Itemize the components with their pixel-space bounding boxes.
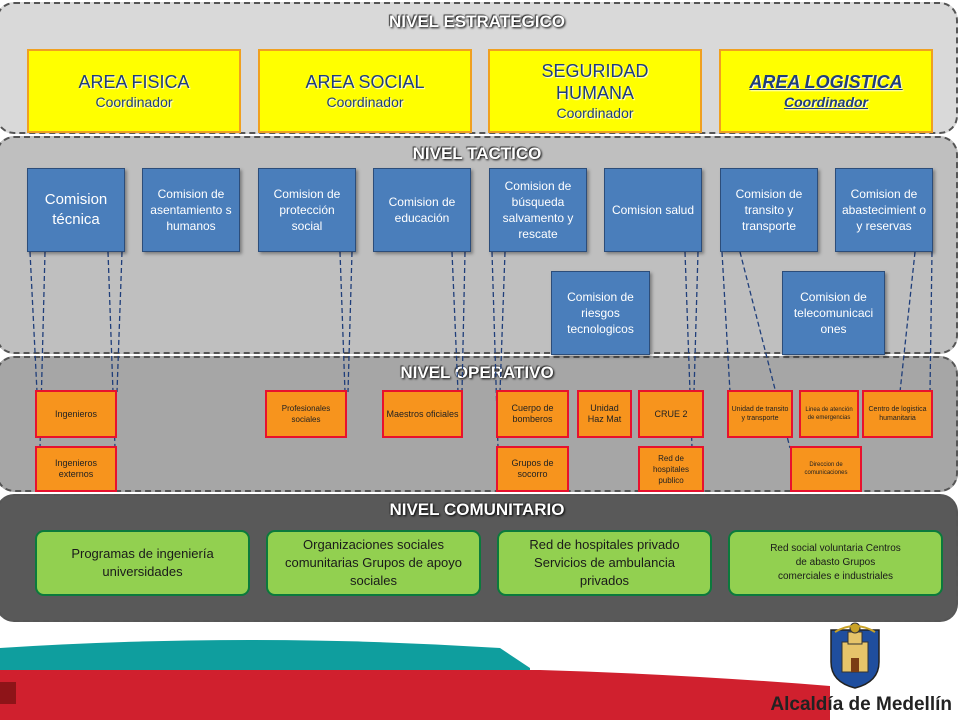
ingenieros-box: Ingenieros: [35, 390, 117, 438]
red-hospitales-publico-box: Red de hospitales publico: [638, 446, 704, 492]
comision-transito-box: Comision de transito y transporte: [720, 168, 818, 252]
area-logistica-sub: Coordinador: [784, 94, 868, 110]
crue-box: CRUE 2: [638, 390, 704, 438]
centro-logistica-box: Centro de logistica humanitaria: [862, 390, 933, 438]
organizaciones-sociales-box: Organizaciones sociales comunitarias Gru…: [266, 530, 481, 596]
area-logistica-box: AREA LOGISTICA Coordinador: [719, 49, 933, 133]
area-social-box: AREA SOCIAL Coordinador: [258, 49, 472, 133]
alcaldia-logo-text: Alcaldía de Medellín: [770, 694, 952, 715]
maestros-oficiales-box: Maestros oficiales: [382, 390, 463, 438]
comision-telecomunicaciones-box: Comision de telecomunicaci ones: [782, 271, 885, 355]
seguridad-humana-title: SEGURIDAD HUMANA: [541, 61, 649, 103]
strategic-title: NIVEL ESTRATEGICO: [388, 12, 565, 31]
ingenieros-externos-box: Ingenieros externos: [35, 446, 117, 492]
area-fisica-box: AREA FISICA Coordinador: [27, 49, 241, 133]
comision-proteccion-box: Comision de protección social: [258, 168, 356, 252]
area-social-sub: Coordinador: [326, 94, 404, 110]
tactical-title: NIVEL TACTICO: [412, 144, 542, 163]
area-fisica-title: AREA FISICA: [78, 72, 190, 92]
seguridad-humana-sub: Coordinador: [556, 105, 634, 121]
comision-riesgos-box: Comision de riesgos tecnologicos: [551, 271, 650, 355]
cuerpo-bomberos-box: Cuerpo de bomberos: [496, 390, 569, 438]
area-logistica-title: AREA LOGISTICA: [749, 72, 903, 92]
comision-salud-box: Comision salud: [604, 168, 702, 252]
comision-busqueda-box: Comision de búsqueda salvamento y rescat…: [489, 168, 587, 252]
unidad-haz-mat-box: Unidad Haz Mat: [577, 390, 632, 438]
coat-of-arms-logo: [830, 622, 880, 689]
operative-title: NIVEL OPERATIVO: [400, 363, 554, 382]
linea-emergencias-box: Linea de atención de emergencias: [799, 390, 859, 438]
programas-ingenieria-box: Programas de ingeniería universidades: [35, 530, 250, 596]
area-social-title: AREA SOCIAL: [305, 72, 425, 92]
seguridad-humana-box: SEGURIDAD HUMANA Coordinador: [488, 49, 702, 133]
comision-tecnica-box: Comision técnica: [27, 168, 125, 252]
grupos-socorro-box: Grupos de socorro: [496, 446, 569, 492]
footer-decoration: [0, 640, 830, 720]
red-social-voluntaria-box: Red social voluntaria Centros de abasto …: [728, 530, 943, 596]
red-hospitales-privado-box: Red de hospitales privado Servicios de a…: [497, 530, 712, 596]
community-title: NIVEL COMUNITARIO: [389, 500, 565, 519]
comision-asentamientos-box: Comision de asentamiento s humanos: [142, 168, 240, 252]
profesionales-sociales-box: Profesionales sociales: [265, 390, 347, 438]
unidad-transito-box: Unidad de transito y transporte: [727, 390, 793, 438]
area-fisica-sub: Coordinador: [95, 94, 173, 110]
direccion-comunicaciones-box: Direccion de comunicaciones: [790, 446, 862, 492]
comision-abastecimiento-box: Comision de abastecimient o y reservas: [835, 168, 933, 252]
comision-educacion-box: Comision de educación: [373, 168, 471, 252]
